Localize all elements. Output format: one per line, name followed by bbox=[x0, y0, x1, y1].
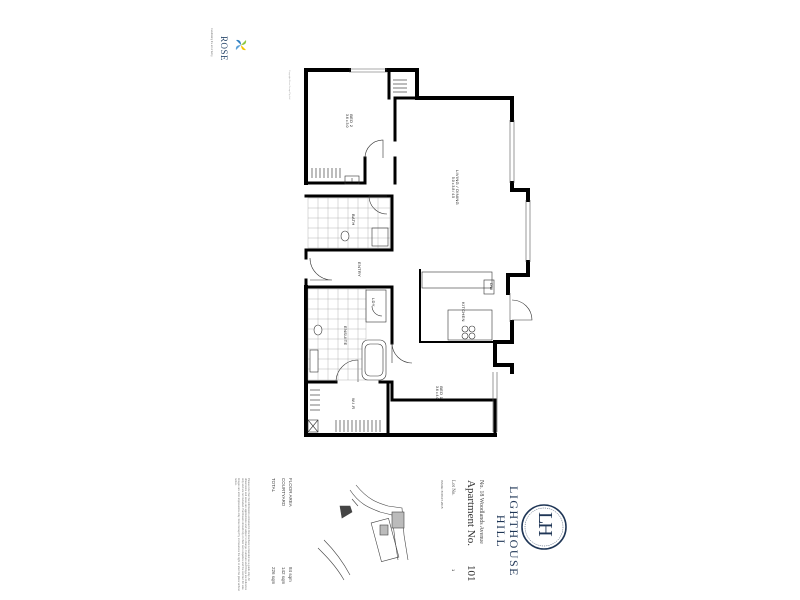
disclaimer: Please note that the information contain… bbox=[234, 478, 250, 591]
room-label-dishwasher: DW bbox=[489, 283, 494, 291]
area-floor: FLOOR AREA bbox=[288, 478, 293, 507]
walls bbox=[304, 68, 530, 437]
brand-title-line2: HILL bbox=[494, 514, 508, 549]
area-courtyard: COURTYARD bbox=[281, 478, 286, 507]
windows bbox=[349, 68, 531, 432]
room-label-laundry: LDY bbox=[371, 298, 376, 307]
bathtub bbox=[361, 339, 387, 381]
inner-wall-bath bbox=[304, 194, 394, 252]
area-courtyard-value: 142 sqm bbox=[281, 567, 286, 585]
dishwasher-box bbox=[483, 279, 495, 295]
room-label-bath: BATH bbox=[351, 214, 356, 226]
area-floor-value: 84 sqm bbox=[288, 567, 293, 582]
brand-monogram-letters: LH bbox=[534, 512, 556, 535]
ensuite-vanity bbox=[309, 349, 319, 373]
cooktop bbox=[461, 325, 476, 340]
inner-wall-ensuite bbox=[304, 285, 497, 437]
bed2-cupboard bbox=[344, 175, 360, 185]
room-label-entry: ENTRY bbox=[357, 262, 362, 277]
room-label-wir: W.I.R bbox=[351, 398, 356, 410]
kitchen-island bbox=[447, 309, 493, 341]
laundry-box bbox=[365, 289, 387, 323]
doors bbox=[309, 139, 533, 383]
wir-shelf bbox=[307, 419, 319, 433]
fixtures bbox=[307, 175, 495, 433]
site-plan bbox=[317, 484, 409, 581]
lot-number: 1 bbox=[451, 569, 456, 572]
ensuite-toilet bbox=[313, 324, 323, 336]
inner-wall-kitchen bbox=[419, 269, 496, 343]
brand-title: LIGHTHOUSE HILL bbox=[494, 486, 521, 577]
inner-wall-bed2 bbox=[304, 68, 419, 185]
bath-tiles bbox=[307, 197, 391, 249]
outer-wall-right bbox=[493, 181, 530, 374]
outer-wall-top bbox=[304, 68, 514, 122]
bath-vanity bbox=[371, 227, 389, 247]
toilet bbox=[340, 230, 350, 242]
wardrobe-hangers bbox=[310, 79, 407, 432]
room-label-kitchen: KITCHEN bbox=[461, 302, 466, 322]
north-arrow bbox=[339, 505, 353, 519]
logo-tagline: Celebrating the art of living bbox=[210, 28, 213, 57]
outer-wall-left bbox=[304, 68, 497, 437]
rose-logo: ROSE Celebrating the art of living bbox=[210, 22, 250, 66]
room-label-ensuite: ENSUITE bbox=[343, 326, 348, 346]
brand-monogram bbox=[521, 504, 567, 550]
copyright-note: Copyright Rose Group Pty Ltd bbox=[288, 70, 290, 100]
brand-title-line1: LIGHTHOUSE bbox=[507, 486, 521, 577]
issue-date: ISSUE: B 08.07.2015 bbox=[440, 480, 444, 509]
kitchen-bench bbox=[421, 271, 493, 289]
apartment-label: Apartment No. bbox=[465, 480, 477, 546]
rose-leaf-icon bbox=[235, 39, 247, 51]
area-total: TOTAL bbox=[271, 478, 276, 493]
apartment-number: 101 bbox=[465, 565, 477, 582]
area-total-value: 226 sqm bbox=[271, 567, 276, 585]
